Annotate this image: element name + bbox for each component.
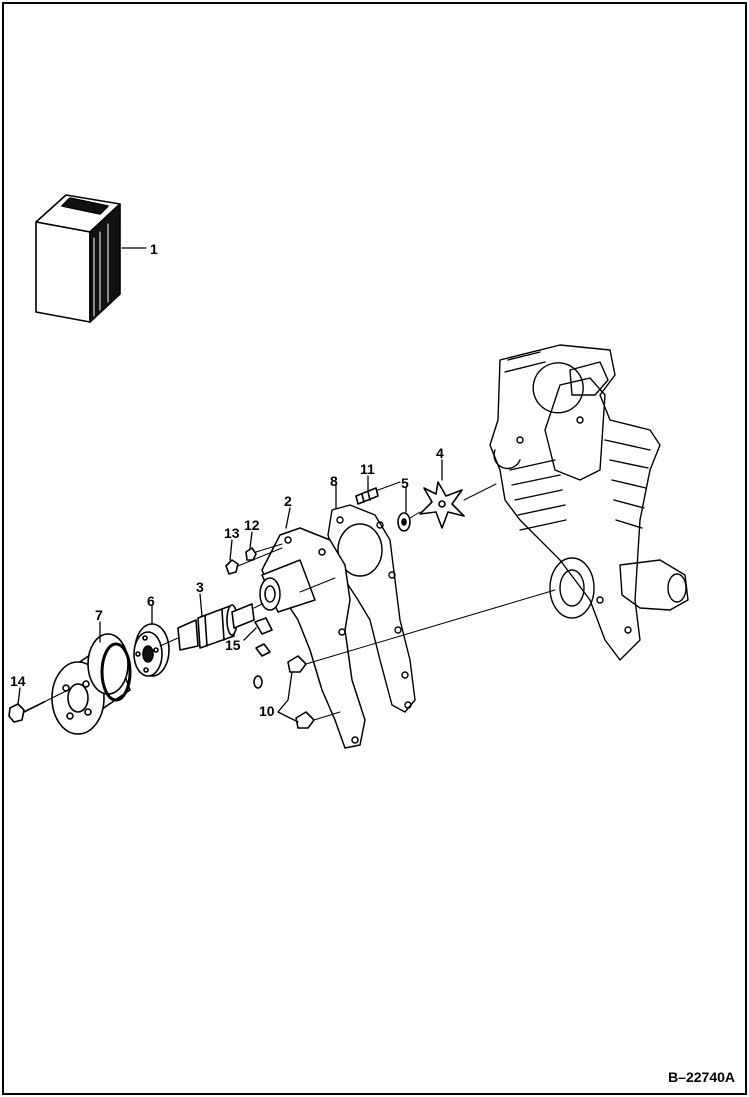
callout-5: 5 bbox=[401, 475, 409, 491]
hardware-11 bbox=[355, 487, 379, 505]
callout-4: 4 bbox=[436, 445, 444, 461]
callout-8: 8 bbox=[330, 473, 338, 489]
pump-flange bbox=[133, 623, 170, 677]
fan-pulley bbox=[51, 633, 132, 735]
hardware-12-13 bbox=[225, 547, 257, 575]
engine-front-cover bbox=[489, 344, 689, 661]
callout-11: 11 bbox=[360, 461, 375, 477]
water-pump-housing bbox=[259, 527, 366, 749]
callout-3: 3 bbox=[196, 579, 204, 595]
callout-12: 12 bbox=[244, 517, 260, 533]
leader-lines bbox=[17, 247, 443, 723]
pulley-bolt bbox=[8, 701, 45, 723]
seal bbox=[397, 512, 411, 532]
assembly-lines bbox=[43, 481, 556, 721]
kit-box bbox=[35, 194, 121, 323]
callout-6: 6 bbox=[147, 593, 155, 609]
callout-1: 1 bbox=[150, 241, 158, 257]
callout-13: 13 bbox=[224, 525, 240, 541]
callout-14: 14 bbox=[10, 673, 26, 689]
hardware-10 bbox=[287, 655, 315, 729]
impeller bbox=[419, 481, 465, 529]
callout-labels: 1 2 3 4 5 6 7 8 10 11 12 13 14 15 bbox=[10, 241, 444, 719]
callout-7: 7 bbox=[95, 607, 103, 623]
figure-id-label: B–22740A bbox=[668, 1069, 735, 1085]
pump-shaft bbox=[177, 603, 255, 651]
callout-10: 10 bbox=[259, 703, 275, 719]
hardware-15 bbox=[253, 617, 273, 689]
callout-2: 2 bbox=[284, 493, 292, 509]
callout-15: 15 bbox=[225, 637, 241, 653]
